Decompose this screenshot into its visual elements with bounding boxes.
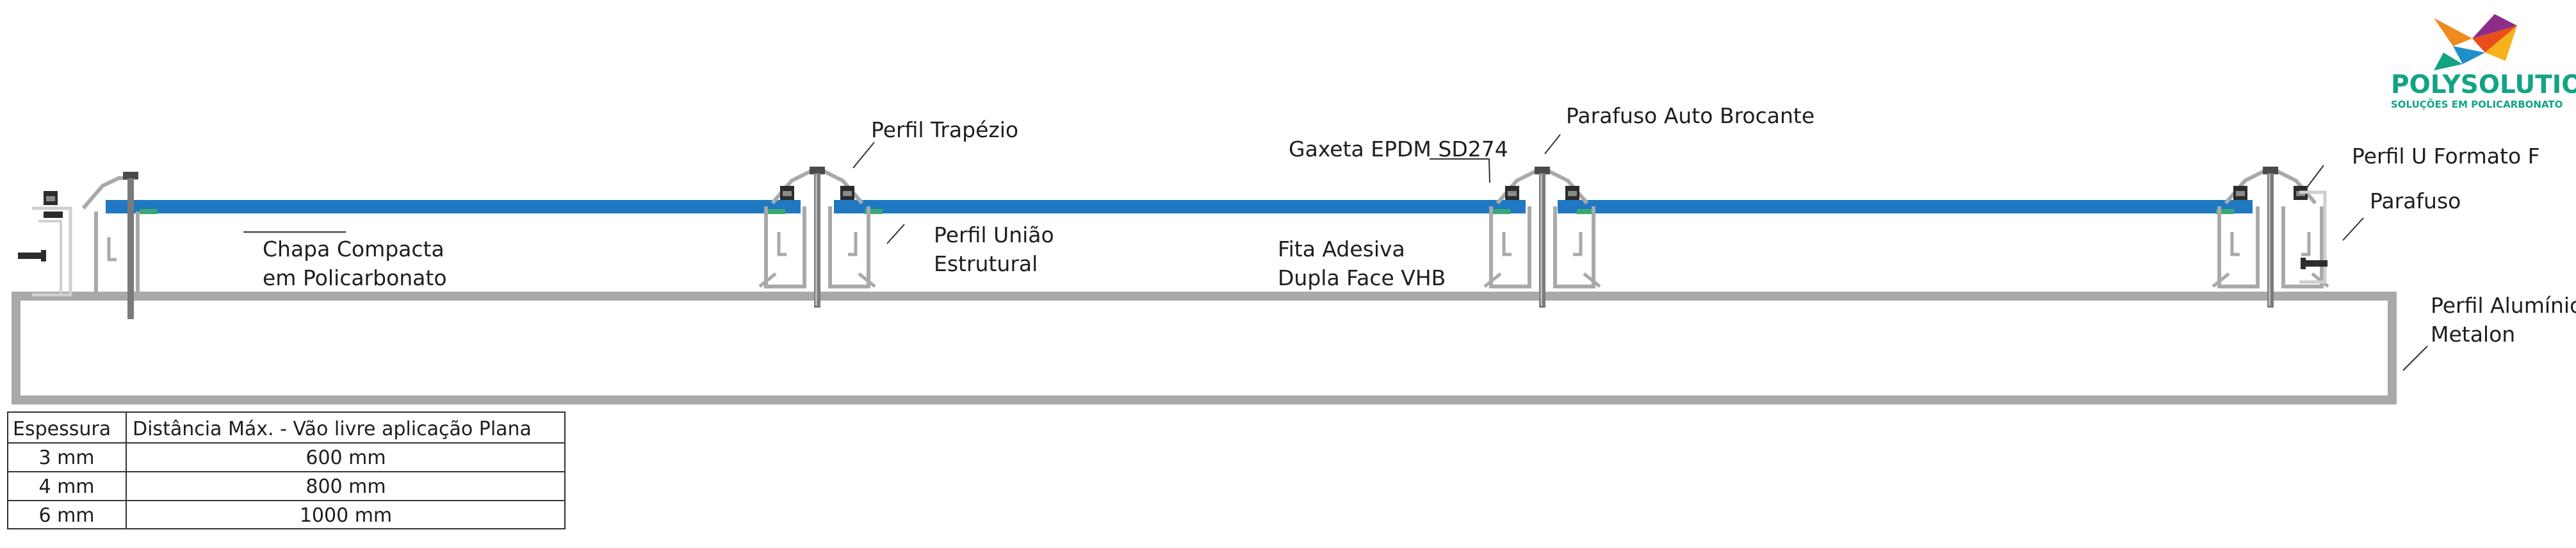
parafuso-left <box>18 250 46 262</box>
label-parafuso-auto: Parafuso Auto Brocante <box>1566 103 1814 128</box>
table-cell: 1000 mm <box>300 504 392 527</box>
label-perfil-trapezio: Perfil Trapézio <box>871 117 1018 142</box>
perfil-u-right <box>2213 167 2328 308</box>
label-uniao-2: Estrutural <box>934 251 1038 276</box>
polycarbonate-sheet-1 <box>106 200 801 213</box>
perfil-uniao-1 <box>760 167 875 308</box>
brand-name: POLYSOLUTION <box>2391 71 2576 99</box>
table-header-distancia: Distância Máx. - Vão livre aplicação Pla… <box>133 418 532 440</box>
polysolution-logo: POLYSOLUTION SOLUÇÕES EM POLICARBONATO <box>2391 14 2576 110</box>
polycarbonate-sheet-2 <box>834 200 1526 213</box>
label-chapa-1: Chapa Compacta <box>263 237 444 262</box>
adhesive-tapes <box>140 209 2234 214</box>
polycarbonate-sheet-3 <box>1558 200 2253 213</box>
label-perfil-u: Perfil U Formato F <box>2352 144 2540 169</box>
label-metalon-1: Perfil Alumínio <box>2431 293 2576 318</box>
logo-mark-icon <box>2434 14 2517 71</box>
table-header-espessura: Espessura <box>13 418 111 440</box>
label-parafuso: Parafuso <box>2370 188 2461 213</box>
brand-tagline: SOLUÇÕES EM POLICARBONATO <box>2391 98 2563 110</box>
parafuso-right <box>2301 258 2327 269</box>
table-cell: 800 mm <box>306 476 386 498</box>
label-gaxeta: Gaxeta EPDM SD274 <box>1289 137 1508 162</box>
table-cell: 6 mm <box>38 504 94 527</box>
label-fita-1: Fita Adesiva <box>1278 237 1405 262</box>
label-uniao-1: Perfil União <box>934 222 1054 247</box>
perfil-uniao-2 <box>1485 167 1600 308</box>
label-fita-2: Dupla Face VHB <box>1278 265 1446 290</box>
spacing-table: Espessura Distância Máx. - Vão livre apl… <box>7 411 566 529</box>
label-chapa-2: em Policarbonato <box>263 265 447 290</box>
label-metalon-2: Metalon <box>2431 322 2515 347</box>
metalon-profile <box>12 292 2397 404</box>
table-cell: 600 mm <box>306 447 386 469</box>
table-cell: 3 mm <box>38 447 94 469</box>
table-cell: 4 mm <box>38 476 94 498</box>
